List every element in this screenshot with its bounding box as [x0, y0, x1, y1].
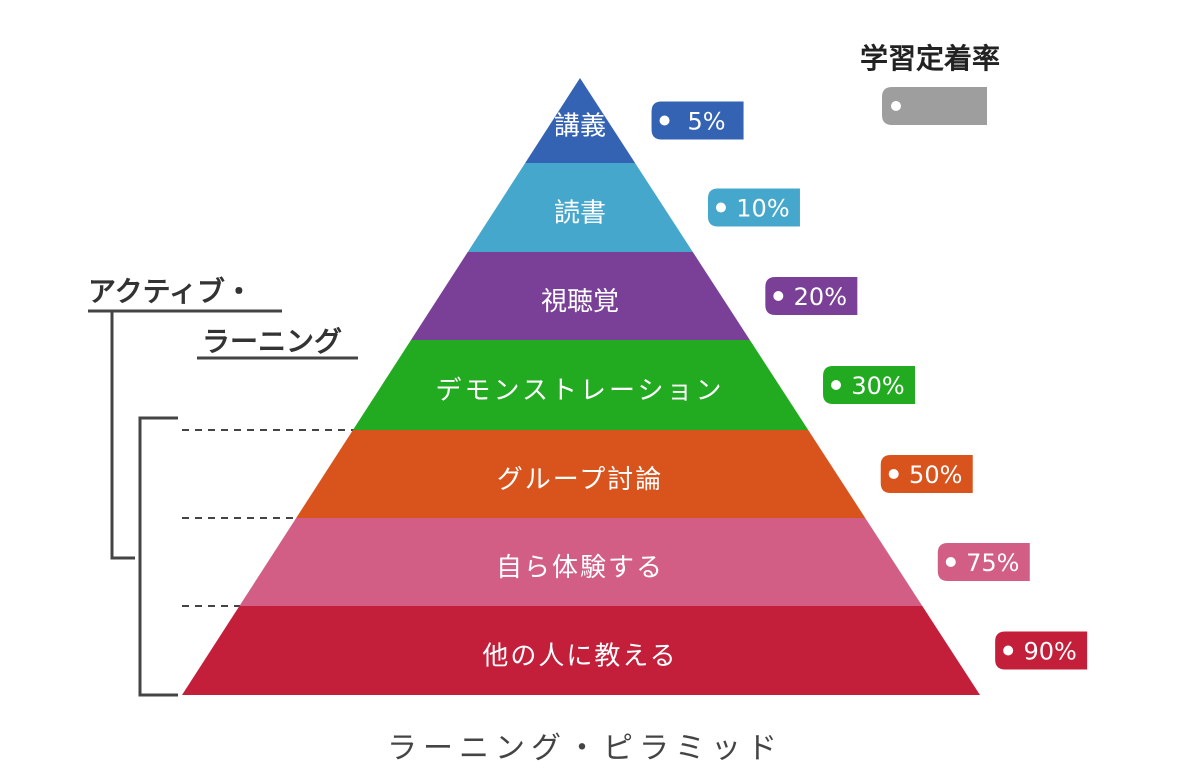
- pyramid: 講義 5% 読書 10% 視聴覚 20% デモンストレーション 30% グループ討論 50% 自ら体…: [182, 78, 1088, 695]
- pyramid-layer-label: グループ討論: [497, 465, 663, 495]
- pyramid-layer: [296, 430, 866, 518]
- pyramid-caption: ラーニング・ピラミッド: [387, 731, 783, 766]
- retention-rate-tag: 5%: [651, 101, 744, 140]
- pyramid-layer: [182, 606, 980, 695]
- legend-title: 学習定着率: [860, 42, 1000, 75]
- pyramid-layer: [352, 340, 809, 430]
- retention-rate-value: 75%: [966, 549, 1019, 577]
- pyramid-layer-label: 読書: [554, 199, 606, 229]
- pyramid-layer: [239, 518, 923, 606]
- retention-rate-value: 20%: [794, 283, 847, 311]
- retention-rate-value: 50%: [909, 461, 962, 489]
- pyramid-layer: [525, 78, 636, 163]
- pyramid-layer: [467, 163, 693, 252]
- retention-rate-tag: 30%: [823, 366, 916, 404]
- dashed-guides: [182, 429, 357, 607]
- legend-tag: [882, 87, 987, 125]
- retention-rate-value: 10%: [736, 195, 789, 223]
- pyramid-layer-label: 自ら体験する: [496, 553, 664, 583]
- pyramid-layer-label: 他の人に教える: [482, 642, 677, 672]
- pyramid-layer-label: 講義: [554, 112, 606, 142]
- retention-rate-tag: 50%: [880, 455, 973, 493]
- retention-rate-tag: 20%: [765, 277, 858, 315]
- pyramid-layer-label: デモンストレーション: [436, 376, 725, 406]
- pyramid-layer: [410, 252, 750, 340]
- retention-rate-value: 30%: [851, 372, 904, 400]
- active-learning-bracket: [110, 311, 178, 697]
- active-learning-label-line2: ラーニング: [202, 325, 342, 358]
- retention-rate-tag: 75%: [937, 543, 1030, 581]
- active-learning-label-line1: アクティブ・: [88, 275, 253, 308]
- retention-rate-value: 90%: [1023, 638, 1076, 666]
- pyramid-layer-label: 視聴覚: [541, 287, 619, 317]
- retention-rate-value: 5%: [688, 108, 726, 136]
- retention-rate-tag: 10%: [707, 188, 800, 227]
- retention-rate-tag: 90%: [995, 631, 1088, 670]
